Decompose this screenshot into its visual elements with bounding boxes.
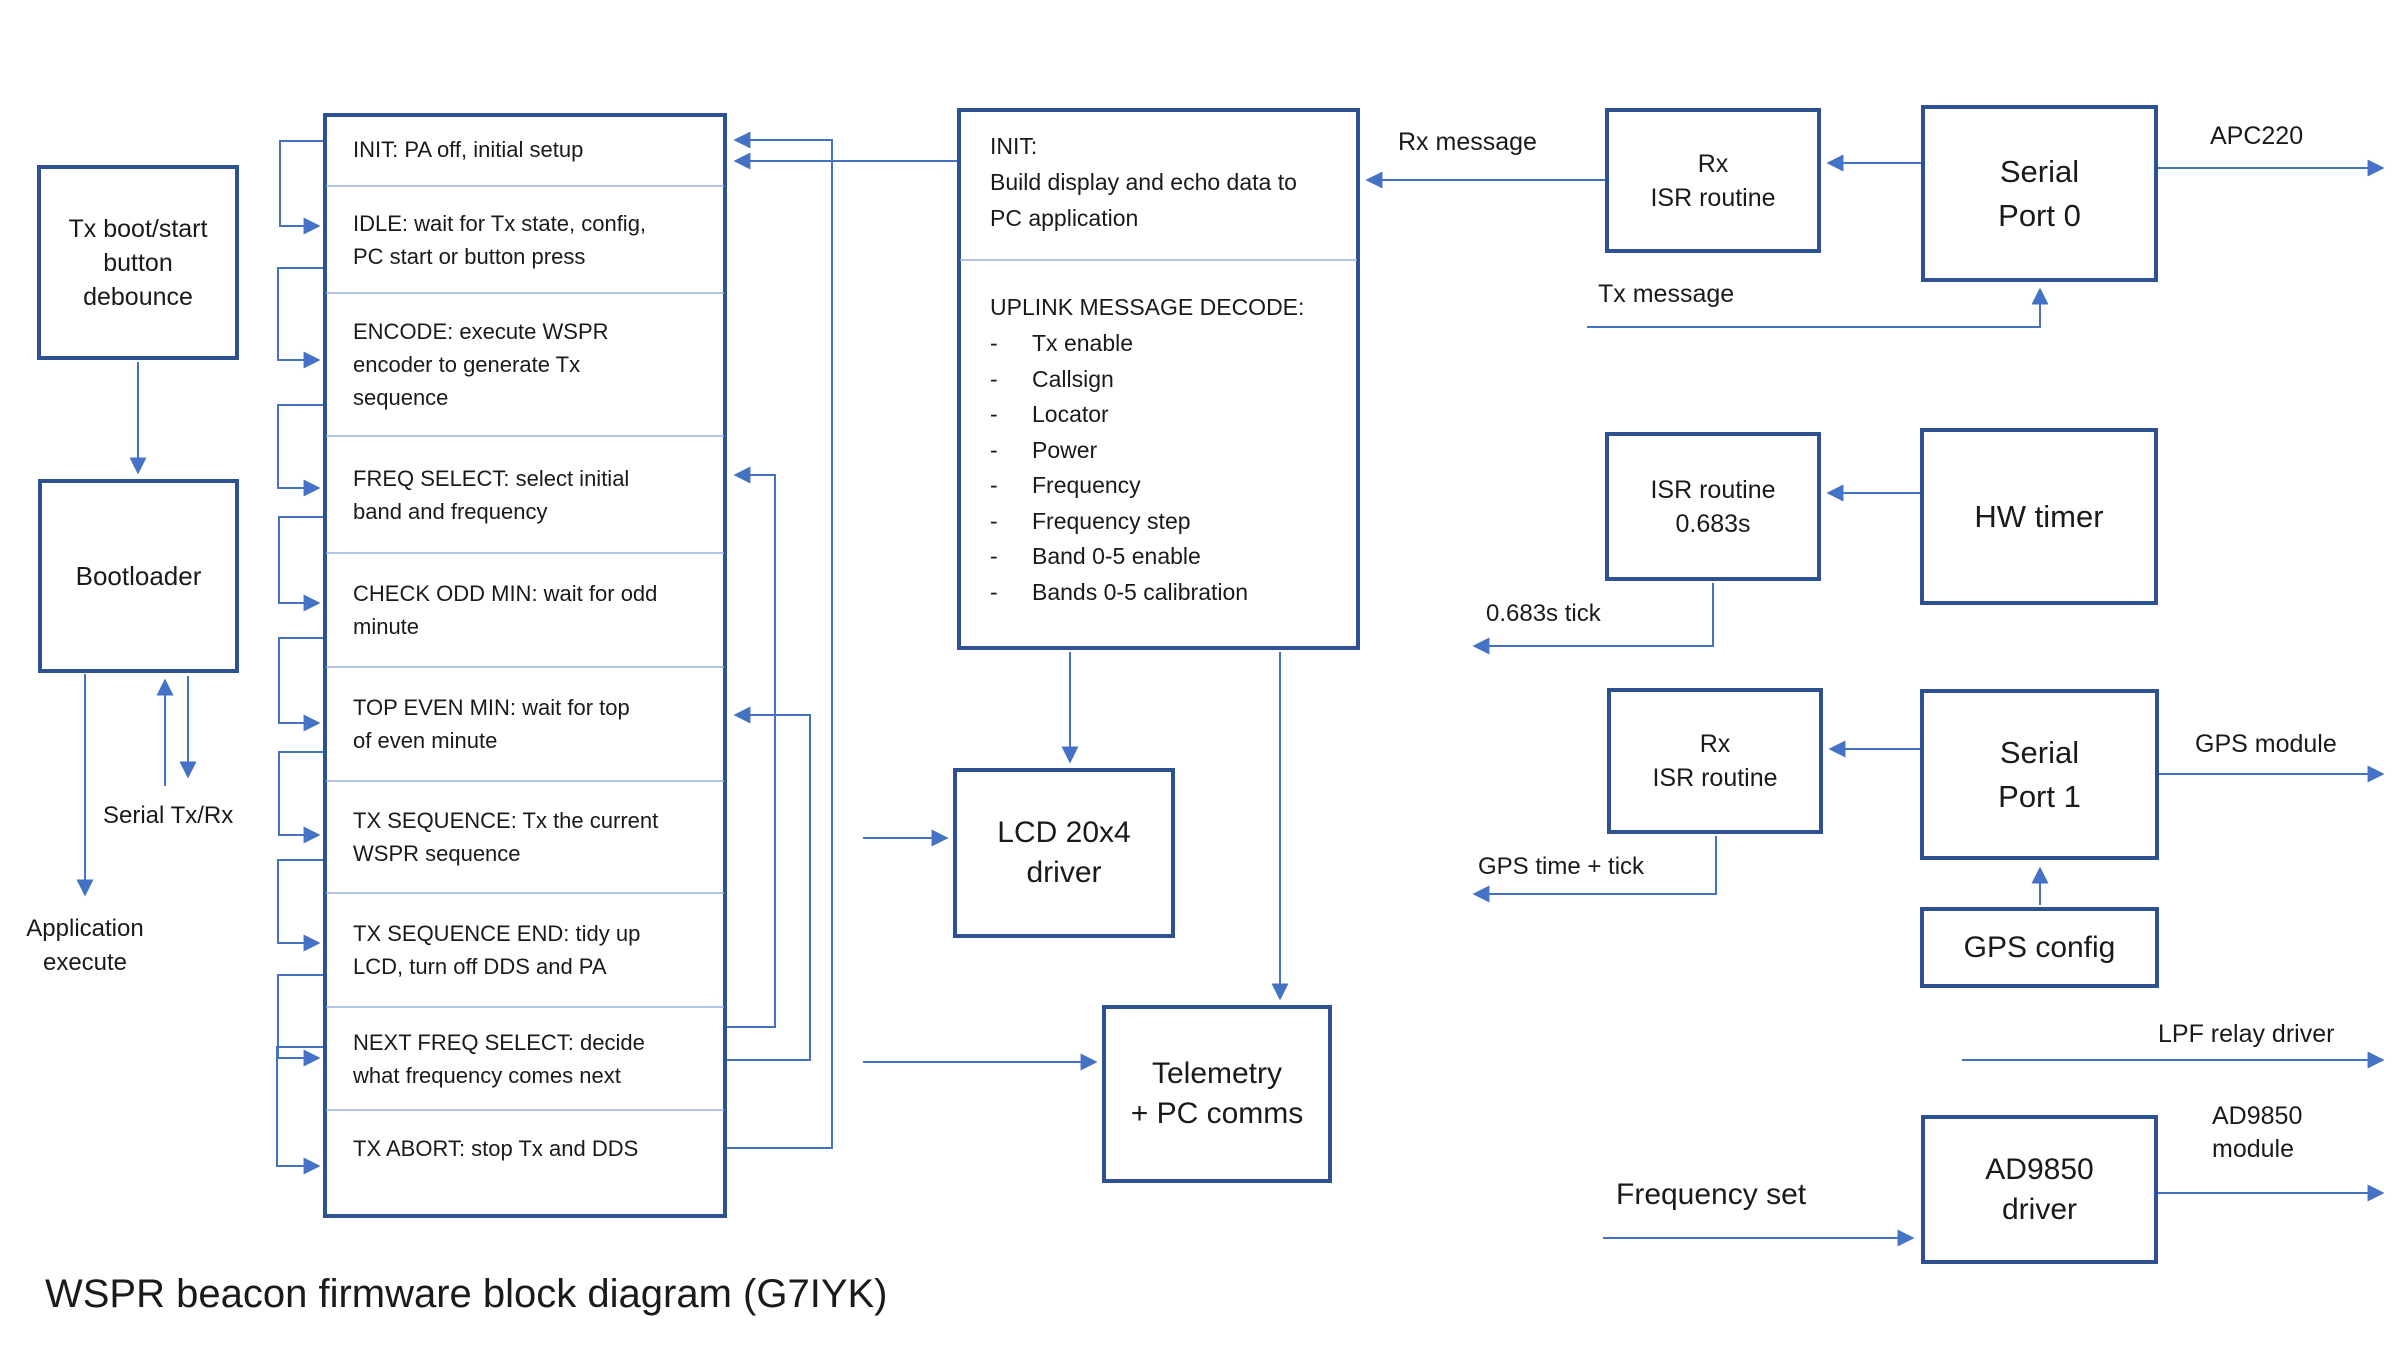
decode-item: - Bands 0-5 calibration bbox=[990, 575, 1248, 611]
decode-item-label: Bands 0-5 calibration bbox=[1032, 578, 1249, 605]
serial-port0-box: Serial Port 0 bbox=[1921, 105, 2158, 282]
decode-item-label: Band 0-5 enable bbox=[1032, 543, 1201, 570]
serial-tx-rx-label: Serial Tx/Rx bbox=[103, 802, 234, 829]
state-row-tx-abort: TX ABORT: stop Tx and DDS bbox=[353, 1136, 639, 1161]
feedback-nextfreq-to-freqselect bbox=[727, 466, 776, 1028]
transition-freqselect-checkodd bbox=[278, 516, 323, 612]
decode-item: - Power bbox=[990, 433, 1248, 469]
bullet-dash: - bbox=[990, 436, 998, 463]
transition-topeven-txsequence bbox=[278, 751, 323, 844]
state-row-init: INIT: PA off, initial setup bbox=[353, 137, 584, 162]
bullet-dash: - bbox=[990, 543, 998, 570]
tx-boot-start-box: Tx boot/start button debounce bbox=[37, 165, 239, 360]
decoder-uplink-header: UPLINK MESSAGE DECODE: bbox=[990, 294, 1305, 320]
hw-timer-box: HW timer bbox=[1920, 428, 2158, 605]
decode-item-label: Callsign bbox=[1032, 365, 1114, 392]
transition-txsequence-txseqend bbox=[277, 859, 323, 952]
tick-0683-label: 0.683s tick bbox=[1486, 600, 1601, 627]
diagram-title: WSPR beacon firmware block diagram (G7IY… bbox=[45, 1272, 888, 1316]
decode-item-label: Power bbox=[1032, 436, 1098, 463]
decode-item: - Tx enable bbox=[990, 326, 1248, 362]
ad9850-driver-box: AD9850 driver bbox=[1921, 1115, 2158, 1264]
decoder-item-list: - Tx enable - Callsign - Locator - Power - Fr… bbox=[990, 326, 1248, 610]
decode-item: - Frequency step bbox=[990, 504, 1248, 540]
decode-item-label: Tx enable bbox=[1032, 330, 1134, 357]
ad9850-module-label: AD9850 module bbox=[2212, 1102, 2303, 1163]
serial-port1-box: Serial Port 1 bbox=[1920, 689, 2159, 860]
transition-idle-encode bbox=[277, 267, 323, 369]
rx-isr-routine-box-serial1: Rx ISR routine bbox=[1607, 688, 1823, 834]
transition-checkodd-topeven bbox=[278, 637, 323, 732]
rx-message-label: Rx message bbox=[1398, 128, 1537, 156]
decode-item: - Band 0-5 enable bbox=[990, 539, 1248, 575]
feedback-nextfreq-to-topeven bbox=[727, 706, 811, 1061]
state-machine-box bbox=[323, 113, 727, 1218]
apc220-label: APC220 bbox=[2210, 122, 2304, 150]
gps-config-box: GPS config bbox=[1920, 907, 2159, 988]
transition-init-idle bbox=[279, 140, 323, 235]
transition-txseqend-nextfreq bbox=[277, 974, 323, 1067]
bullet-dash: - bbox=[990, 472, 998, 499]
state-row-idle: IDLE: wait for Tx state, config, PC star… bbox=[353, 210, 647, 269]
decode-item: - Callsign bbox=[990, 362, 1248, 398]
state-row-tx-seq-end: TX SEQUENCE END: tidy up LCD, turn off D… bbox=[353, 921, 641, 979]
telemetry-box: Telemetry + PC comms bbox=[1102, 1005, 1332, 1183]
feedback-txabort-to-init bbox=[727, 131, 833, 1149]
application-execute-label: Application execute bbox=[26, 915, 144, 976]
decoder-init-text: INIT: Build display and echo data to PC … bbox=[990, 133, 1297, 231]
transition-encode-freqselect bbox=[277, 404, 323, 497]
gps-module-label: GPS module bbox=[2195, 730, 2337, 758]
isr-routine-0683-box: ISR routine 0.683s bbox=[1605, 432, 1821, 581]
decode-item: - Locator bbox=[990, 397, 1248, 433]
decode-item-label: Frequency bbox=[1032, 472, 1141, 499]
lpf-relay-driver-label: LPF relay driver bbox=[2158, 1020, 2335, 1048]
bullet-dash: - bbox=[990, 578, 998, 605]
decode-item-label: Frequency step bbox=[1032, 507, 1191, 534]
decode-item: - Frequency bbox=[990, 468, 1248, 504]
state-row-top-even: TOP EVEN MIN: wait for top of even minut… bbox=[353, 695, 630, 753]
tx-message-label: Tx message bbox=[1598, 280, 1735, 308]
state-row-encode: ENCODE: execute WSPR encoder to generate… bbox=[353, 319, 609, 410]
rx-isr-routine-box-serial0: Rx ISR routine bbox=[1605, 108, 1821, 253]
lcd-driver-box: LCD 20x4 driver bbox=[953, 768, 1175, 938]
decode-item-label: Locator bbox=[1032, 401, 1109, 428]
bullet-dash: - bbox=[990, 365, 998, 392]
bullet-dash: - bbox=[990, 507, 998, 534]
bullet-dash: - bbox=[990, 401, 998, 428]
state-row-check-odd: CHECK ODD MIN: wait for odd minute bbox=[353, 581, 658, 639]
bootloader-box: Bootloader bbox=[38, 479, 239, 673]
gps-time-tick-label: GPS time + tick bbox=[1478, 853, 1645, 880]
state-row-next-freq: NEXT FREQ SELECT: decide what frequency … bbox=[353, 1029, 645, 1088]
transition-nextfreq-txabort bbox=[276, 1046, 323, 1175]
uplink-decoder-box bbox=[957, 108, 1360, 650]
frequency-set-label: Frequency set bbox=[1616, 1178, 1807, 1211]
bullet-dash: - bbox=[990, 330, 998, 357]
state-row-tx-sequence: TX SEQUENCE: Tx the current WSPR sequenc… bbox=[353, 808, 659, 866]
state-row-freq-select: FREQ SELECT: select initial band and fre… bbox=[353, 465, 630, 524]
